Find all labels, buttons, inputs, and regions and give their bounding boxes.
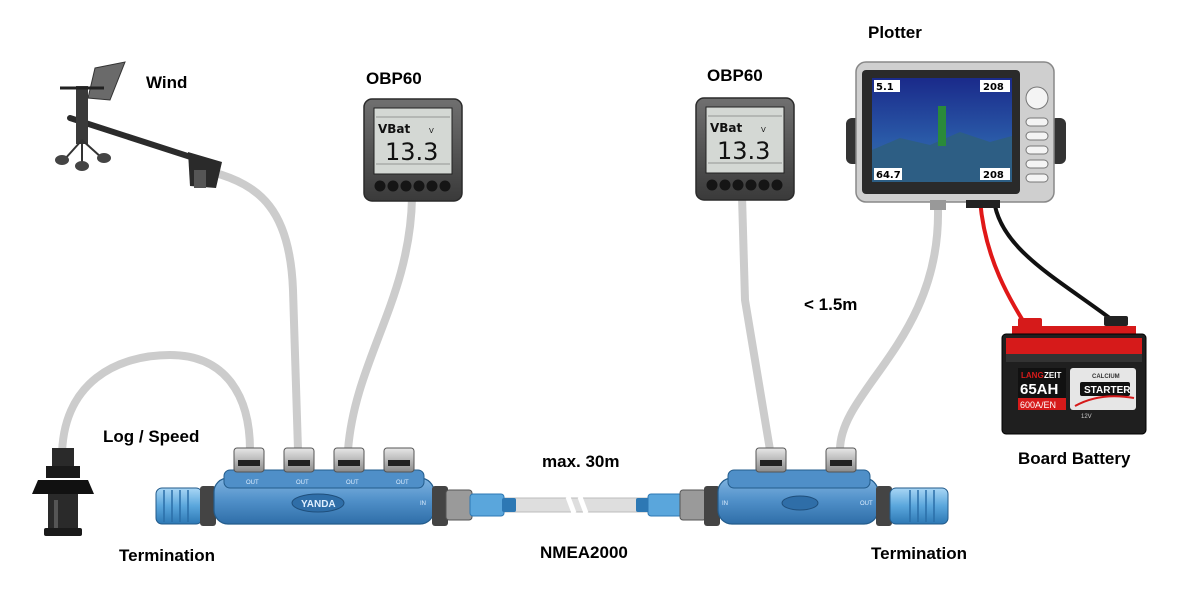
plotter-readout-tl: 5.1: [876, 82, 894, 93]
cable-obp60-left: [348, 198, 412, 450]
cable-wind: [212, 172, 298, 450]
label-log-speed: Log / Speed: [103, 427, 199, 447]
plotter-readout-tr: 208: [983, 82, 1004, 93]
right-block-port-out: OUT: [860, 501, 873, 507]
svg-text:OUT: OUT: [346, 480, 359, 486]
obp60-right-value: 13.3: [717, 137, 770, 165]
label-termination-left: Termination: [119, 546, 215, 566]
obp60-right: VBat V 13.3: [696, 98, 794, 200]
plotter-keypad: [1026, 87, 1048, 182]
battery-brand-a: LANG: [1021, 371, 1044, 380]
obp60-left-unit: V: [429, 127, 434, 135]
right-connector-block: IN OUT: [636, 448, 948, 526]
label-drop-length: < 1.5m: [804, 295, 857, 315]
drop-cables: [62, 172, 938, 462]
obp60-right-title: VBat: [710, 121, 743, 135]
termination-right-plug: [890, 488, 948, 524]
obp60-right-unit: V: [761, 126, 766, 134]
label-obp60-left: OBP60: [366, 69, 422, 89]
label-nmea2000: NMEA2000: [540, 543, 628, 563]
wind-sensor: [55, 62, 222, 188]
cable-plotter: [840, 210, 938, 450]
svg-text:OUT: OUT: [246, 480, 259, 486]
label-termination-right: Termination: [871, 544, 967, 564]
plotter-readout-br: 208: [983, 170, 1004, 181]
label-wind: Wind: [146, 73, 187, 93]
left-block-brand: YANDA: [301, 499, 336, 510]
left-block-sockets: [234, 448, 414, 472]
left-block-port-in: IN: [420, 501, 426, 507]
battery-voltage: 12V: [1081, 414, 1092, 420]
label-board-battery: Board Battery: [1018, 449, 1130, 469]
log-speed-transducer: [32, 448, 94, 536]
battery-brand-b: ZEIT: [1044, 371, 1061, 380]
svg-text:OUT: OUT: [296, 480, 309, 486]
plotter: 5.1 208 64.7 208: [846, 62, 1066, 210]
battery-wires: [980, 200, 1115, 332]
termination-left-plug: [156, 488, 202, 524]
battery-cca: 600A/EN: [1020, 400, 1056, 410]
right-block-port-in: IN: [722, 501, 728, 507]
right-block-sockets: [756, 448, 856, 472]
obp60-left: VBat V 13.3: [364, 99, 462, 201]
label-obp60-right: OBP60: [707, 66, 763, 86]
battery-tech: CALCIUM: [1092, 374, 1120, 380]
red-wire: [980, 200, 1030, 332]
cable-obp60-right: [742, 196, 770, 450]
obp60-left-title: VBat: [378, 122, 411, 136]
obp60-left-value: 13.3: [385, 138, 438, 166]
plotter-readout-bl: 64.7: [876, 170, 901, 181]
battery-capacity: 65AH: [1020, 381, 1058, 398]
svg-text:OUT: OUT: [396, 480, 409, 486]
battery-type: STARTER: [1084, 385, 1131, 396]
left-connector-block: YANDA IN: [156, 448, 516, 526]
label-max-length: max. 30m: [542, 452, 620, 472]
label-plotter: Plotter: [868, 23, 922, 43]
board-battery: LANG ZEIT 65AH 600A/EN CALCIUM STARTER 1…: [1002, 316, 1146, 434]
